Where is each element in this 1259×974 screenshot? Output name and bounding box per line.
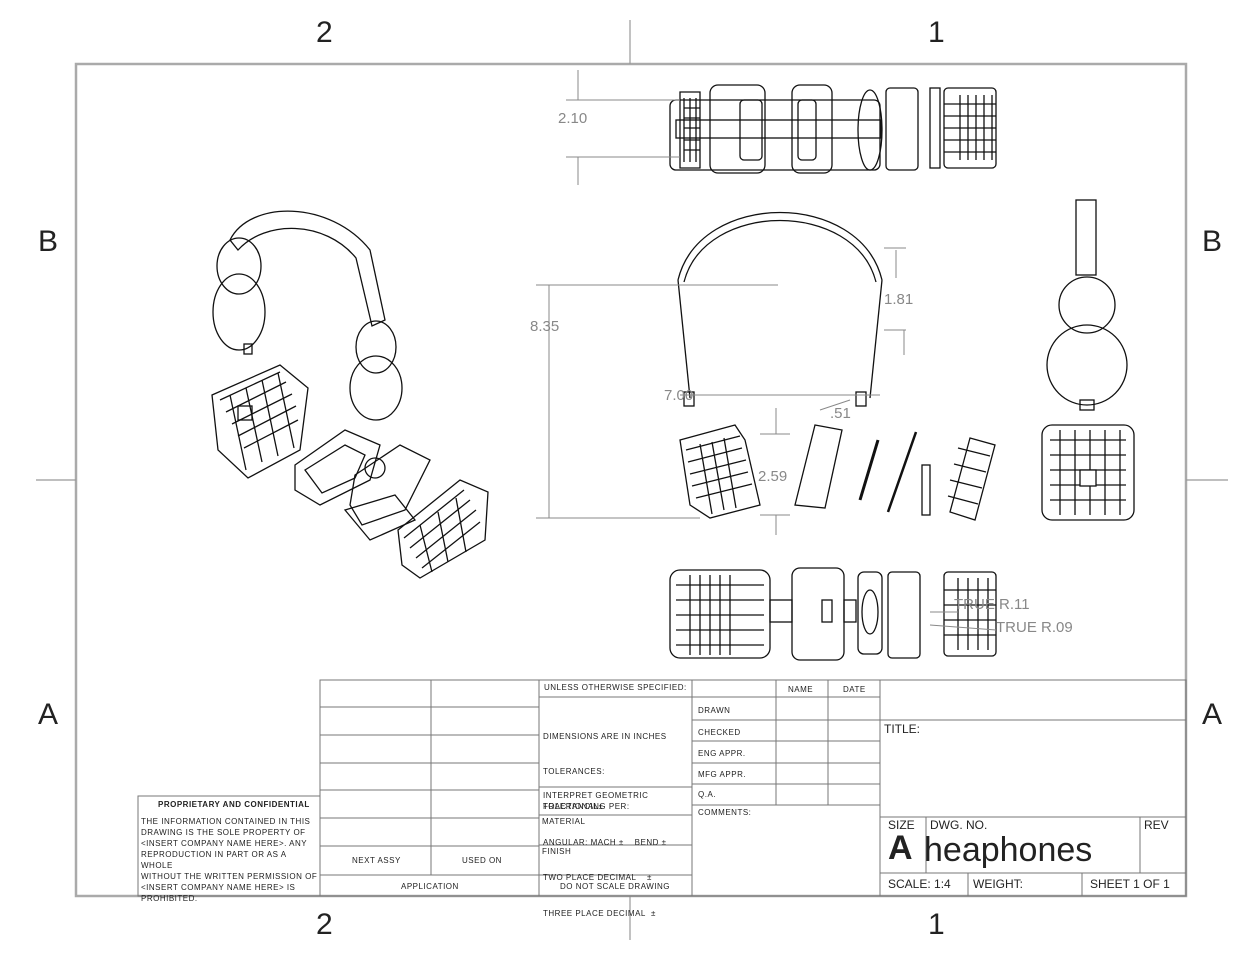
dim-cup-depth: 2.59 <box>758 468 788 485</box>
interpret-line: TOLERANCING PER: <box>543 802 630 811</box>
tolerance-line: THREE PLACE DECIMAL ± <box>543 908 656 918</box>
next-assy-label: NEXT ASSY <box>352 856 401 865</box>
material-label: MATERIAL <box>542 817 586 826</box>
side-view <box>1041 199 1135 521</box>
do-not-scale: DO NOT SCALE DRAWING <box>560 882 671 891</box>
interpret-geometric: INTERPRET GEOMETRIC TOLERANCING PER: <box>543 790 648 812</box>
dwg-no-value: heaphones <box>924 831 1093 869</box>
zone-bottom-1: 1 <box>928 908 945 941</box>
bottom-view <box>669 567 997 661</box>
zone-left-a: A <box>38 698 59 731</box>
weight-label: WEIGHT: <box>973 877 1023 891</box>
proprietary-line: <INSERT COMPANY NAME HERE>. ANY <box>141 839 308 848</box>
proprietary-title: PROPRIETARY AND CONFIDENTIAL <box>158 800 310 809</box>
size-label: SIZE <box>888 818 915 832</box>
zone-left-b: B <box>38 225 59 258</box>
isometric-view <box>211 210 489 579</box>
title-block-grid <box>137 679 1187 897</box>
tolerance-line: DIMENSIONS ARE IN INCHES <box>543 731 667 741</box>
dwg-no-label: DWG. NO. <box>930 818 988 832</box>
row-qa: Q.A. <box>698 790 717 799</box>
dim-cup-angle: .51 <box>830 405 851 422</box>
tolerances: DIMENSIONS ARE IN INCHES TOLERANCES: FRA… <box>543 707 667 931</box>
used-on-label: USED ON <box>462 856 502 865</box>
dimension-lines <box>536 70 997 631</box>
row-eng-appr: ENG APPR. <box>698 749 746 758</box>
proprietary-line: DRAWING IS THE SOLE PROPERTY OF <box>141 828 306 837</box>
zone-right-b: B <box>1202 225 1223 258</box>
rev-label: REV <box>1144 818 1169 832</box>
zone-top-2: 2 <box>316 16 333 49</box>
tolerance-line: TWO PLACE DECIMAL ± <box>543 873 652 883</box>
dim-band-width: 7.00 <box>664 387 694 404</box>
row-drawn: DRAWN <box>698 706 731 715</box>
zone-right-a: A <box>1202 698 1223 731</box>
row-mfg-appr: MFG APPR. <box>698 770 747 779</box>
front-view <box>677 212 996 521</box>
dim-band-offset: 1.81 <box>884 291 914 308</box>
dim-top-height: 2.10 <box>558 110 588 127</box>
proprietary-line: PROHIBITED. <box>141 894 198 903</box>
unless-specified: UNLESS OTHERWISE SPECIFIED: <box>544 683 687 692</box>
date-header: DATE <box>843 685 866 694</box>
right-cup <box>397 479 489 579</box>
scale-label: SCALE: 1:4 <box>888 877 951 891</box>
finish-label: FINISH <box>542 847 572 856</box>
title-label: TITLE: <box>884 722 921 736</box>
row-checked: CHECKED <box>698 728 741 737</box>
proprietary-line: <INSERT COMPANY NAME HERE> IS <box>141 883 296 892</box>
dim-overall-height: 8.35 <box>530 318 560 335</box>
left-cup <box>211 364 309 479</box>
zone-bottom-2: 2 <box>316 908 333 941</box>
dim-radius-1: TRUE R.11 <box>954 596 1030 613</box>
top-view <box>669 84 997 174</box>
dim-radius-2: TRUE R.09 <box>996 619 1073 636</box>
proprietary-line: THE INFORMATION CONTAINED IN THIS <box>141 817 311 826</box>
tolerance-line: TOLERANCES: <box>543 766 605 776</box>
interpret-line: INTERPRET GEOMETRIC <box>543 791 649 800</box>
proprietary-line: REPRODUCTION IN PART OR AS A WHOLE <box>141 850 287 870</box>
proprietary-text: THE INFORMATION CONTAINED IN THIS DRAWIN… <box>141 816 319 904</box>
tolerance-line: FRACTIONAL± <box>543 802 604 812</box>
zone-top-1: 1 <box>928 16 945 49</box>
name-header: NAME <box>788 685 814 694</box>
proprietary-line: WITHOUT THE WRITTEN PERMISSION OF <box>141 872 318 881</box>
application-label: APPLICATION <box>401 882 459 891</box>
sheet-label: SHEET 1 OF 1 <box>1090 877 1170 891</box>
size-value: A <box>888 829 913 867</box>
tolerance-line: ANGULAR: MACH ± BEND ± <box>543 837 667 847</box>
comments-label: COMMENTS: <box>698 808 752 817</box>
